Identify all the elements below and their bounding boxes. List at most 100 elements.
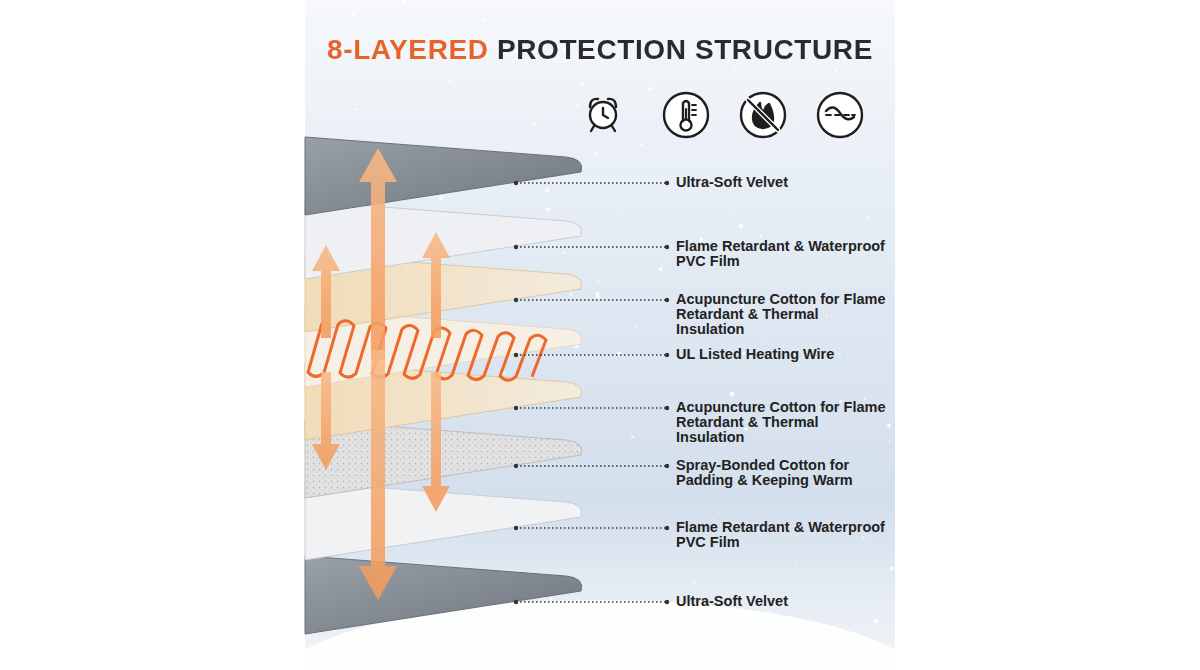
snowflake: [580, 82, 584, 86]
leader-dot: [514, 600, 518, 604]
snowflake: [826, 314, 828, 316]
snowflake: [635, 326, 637, 328]
heat-arrow: [312, 372, 340, 470]
snowflake: [597, 295, 600, 298]
snowflake: [402, 0, 406, 4]
snowflake: [828, 230, 830, 232]
snowflake: [694, 582, 696, 584]
snowflake: [546, 207, 550, 211]
layer-label: Acupuncture Cotton for Flame Retardant &…: [676, 292, 888, 337]
snowflake: [794, 112, 795, 113]
leader-dot: [514, 245, 518, 249]
timer-icon: [590, 99, 616, 131]
label-holder: UL Listed Heating Wire: [676, 347, 888, 362]
leader-dot: [514, 298, 518, 302]
snowflake: [577, 103, 580, 106]
label-holder: Acupuncture Cotton for Flame Retardant &…: [676, 400, 888, 445]
icons: [590, 93, 862, 137]
leader-dot: [665, 406, 669, 410]
label-holder: Ultra-Soft Velvet: [676, 594, 888, 609]
snowflake: [449, 81, 451, 83]
snowflake: [739, 224, 744, 229]
label-holder: Ultra-Soft Velvet: [676, 175, 888, 190]
layer-plate: [305, 201, 582, 279]
snowflake: [483, 18, 486, 21]
layer-label: Ultra-Soft Velvet: [676, 175, 888, 190]
snowflake: [471, 0, 474, 1]
snowflake: [870, 344, 871, 345]
snowflake: [760, 234, 762, 236]
snowflake: [385, 110, 386, 111]
snowflake: [664, 257, 666, 259]
snowflake: [352, 13, 355, 16]
snowflake: [594, 152, 597, 155]
snowflake: [354, 108, 357, 111]
leader-line: [516, 299, 667, 300]
leader-dot: [514, 181, 518, 185]
heating-wire: [308, 321, 546, 381]
leader-dot: [665, 464, 669, 468]
snowflake: [838, 352, 841, 355]
snowflake: [570, 293, 572, 295]
leader-line: [516, 182, 667, 183]
snowflake: [627, 220, 629, 222]
title: 8-LAYERED PROTECTION STRUCTURE: [327, 34, 873, 66]
snowflake: [730, 392, 735, 397]
leader-line: [516, 601, 667, 602]
snowflake: [499, 18, 500, 19]
leader-line: [516, 246, 667, 247]
leader-dot: [665, 245, 669, 249]
layer-plate: [305, 309, 582, 387]
snowflake: [867, 216, 870, 219]
heat-arrow: [359, 350, 397, 600]
thermometer-icon: [664, 93, 708, 137]
snowflake: [631, 436, 634, 439]
flame-retardant-icon: [741, 93, 785, 137]
heat-arrow: [422, 372, 450, 512]
layer-label: Flame Retardant & Waterproof PVC Film: [676, 239, 888, 269]
snowflake: [890, 566, 894, 570]
leader-dot: [514, 353, 518, 357]
snowflake: [667, 361, 668, 362]
snowflake: [597, 280, 599, 282]
label-holder: Spray-Bonded Cotton for Padding & Keepin…: [676, 458, 888, 488]
label-holder: Flame Retardant & Waterproof PVC Film: [676, 239, 888, 269]
snowflake: [862, 536, 865, 539]
snowflake: [833, 177, 834, 178]
heat-arrow: [422, 232, 450, 338]
leader-dot: [665, 181, 669, 185]
heat-arrow: [312, 245, 340, 338]
leader-dot: [514, 406, 518, 410]
snowflake: [689, 90, 691, 92]
snowflake: [616, 210, 617, 211]
snowflake: [549, 597, 552, 600]
snowflake: [733, 68, 736, 71]
label-holder: Acupuncture Cotton for Flame Retardant &…: [676, 292, 888, 337]
snowflake: [794, 118, 796, 120]
leader-lines: [514, 181, 669, 604]
leader-dot: [665, 526, 669, 530]
layer-label: UL Listed Heating Wire: [676, 347, 888, 362]
snowflake: [794, 564, 796, 566]
layer-plate: [305, 137, 582, 215]
leader-line: [516, 465, 667, 466]
snowflake: [732, 214, 733, 215]
leader-dot: [665, 353, 669, 357]
wave-icon: [818, 93, 862, 137]
snowflake: [533, 121, 537, 125]
snowflake: [889, 441, 891, 443]
leader-dot: [665, 298, 669, 302]
snowflake: [885, 298, 887, 300]
layer-label: Acupuncture Cotton for Flame Retardant &…: [676, 400, 888, 445]
leader-dot: [665, 600, 669, 604]
layer-label: Spray-Bonded Cotton for Padding & Keepin…: [676, 458, 888, 488]
label-holder: Flame Retardant & Waterproof PVC Film: [676, 520, 888, 550]
snowflake: [874, 619, 878, 623]
snowflake: [887, 423, 891, 427]
layer-plate: [305, 556, 582, 634]
leader-dot: [514, 526, 518, 530]
layer-label: Flame Retardant & Waterproof PVC Film: [676, 520, 888, 550]
snowflake: [718, 512, 720, 514]
leader-line: [516, 407, 667, 408]
snow: [270, 0, 930, 670]
